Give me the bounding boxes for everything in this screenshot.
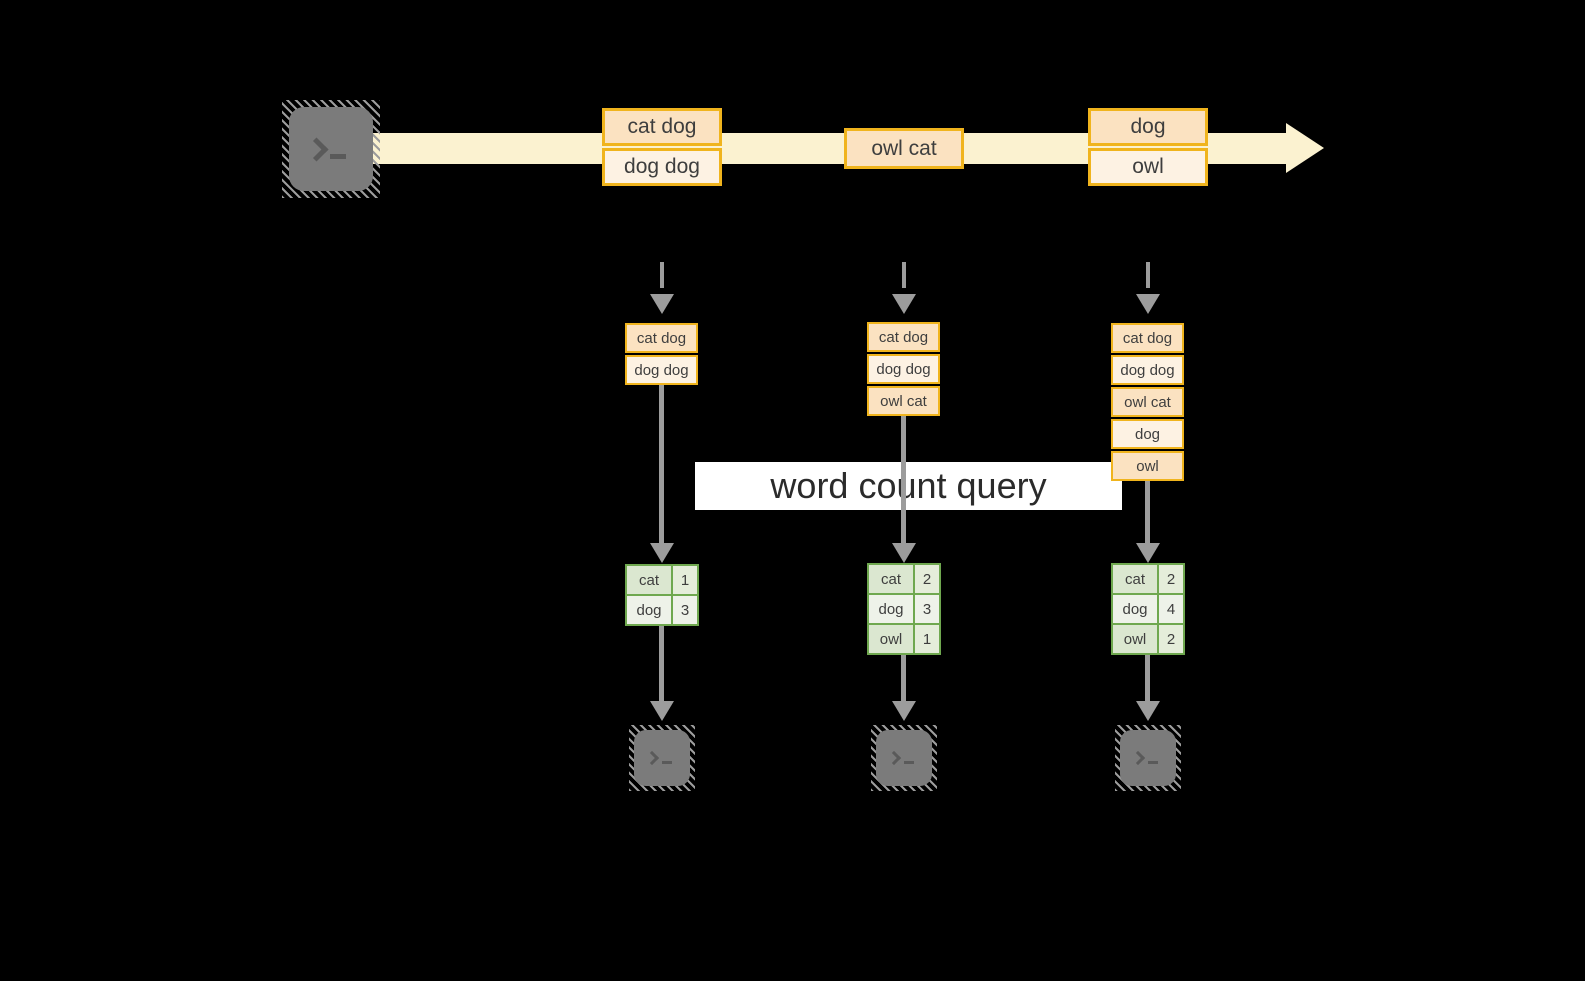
word-cell: cat xyxy=(1113,565,1157,593)
terminal-prompt-icon xyxy=(886,750,902,766)
terminal-window xyxy=(876,730,932,786)
flow-arrowhead-icon xyxy=(650,701,674,721)
count-cell: 3 xyxy=(915,595,939,623)
stream-event-box: dog owl xyxy=(1088,108,1208,186)
state-cell: owl xyxy=(1111,451,1184,481)
terminal-window xyxy=(634,730,690,786)
flow-line xyxy=(1145,655,1150,701)
state-cell: dog dog xyxy=(867,354,940,384)
flow-arrowhead-icon xyxy=(892,543,916,563)
word-cell: dog xyxy=(627,596,671,624)
count-cell: 4 xyxy=(1159,595,1183,623)
source-terminal-icon xyxy=(282,100,380,198)
state-cell: cat dog xyxy=(867,322,940,352)
state-cell: owl cat xyxy=(867,386,940,416)
count-cell: 2 xyxy=(1159,625,1183,653)
event-line: dog dog xyxy=(602,148,722,186)
word-cell: cat xyxy=(627,566,671,594)
flow-line xyxy=(901,655,906,701)
dashed-arrow xyxy=(902,262,906,288)
dashed-arrowhead-icon xyxy=(1136,294,1160,314)
count-table: cat 2 dog 4 owl 2 xyxy=(1111,563,1185,655)
event-line: cat dog xyxy=(602,108,722,146)
state-cell: owl cat xyxy=(1111,387,1184,417)
terminal-cursor-icon xyxy=(904,761,914,764)
state-box: cat dog dog dog owl cat xyxy=(867,322,940,416)
state-cell: cat dog xyxy=(625,323,698,353)
sink-terminal-icon xyxy=(871,725,937,791)
terminal-window xyxy=(1120,730,1176,786)
dashed-arrowhead-icon xyxy=(892,294,916,314)
flow-arrowhead-icon xyxy=(650,543,674,563)
event-line: dog xyxy=(1088,108,1208,146)
flow-arrowhead-icon xyxy=(1136,543,1160,563)
flow-line xyxy=(1145,481,1150,543)
word-cell: dog xyxy=(1113,595,1157,623)
state-box: cat dog dog dog xyxy=(625,323,698,385)
event-line: owl xyxy=(1088,148,1208,186)
sink-terminal-icon xyxy=(1115,725,1181,791)
word-cell: owl xyxy=(1113,625,1157,653)
terminal-cursor-icon xyxy=(330,153,346,159)
flow-arrowhead-icon xyxy=(1136,701,1160,721)
count-table: cat 1 dog 3 xyxy=(625,564,699,626)
flow-line xyxy=(659,385,664,543)
state-cell: cat dog xyxy=(1111,323,1184,353)
count-table: cat 2 dog 3 owl 1 xyxy=(867,563,941,655)
dashed-arrowhead-icon xyxy=(650,294,674,314)
terminal-prompt-icon xyxy=(644,750,660,766)
flow-line xyxy=(659,626,664,701)
count-cell: 3 xyxy=(673,596,697,624)
event-line: owl cat xyxy=(844,128,964,169)
stream-arrowhead-icon xyxy=(1286,123,1324,173)
count-cell: 2 xyxy=(915,565,939,593)
word-cell: dog xyxy=(869,595,913,623)
query-label: word count query xyxy=(695,462,1122,510)
terminal-cursor-icon xyxy=(1148,761,1158,764)
terminal-prompt-icon xyxy=(304,136,329,162)
count-cell: 1 xyxy=(915,625,939,653)
dashed-arrow xyxy=(1146,262,1150,288)
count-cell: 2 xyxy=(1159,565,1183,593)
dashed-arrow xyxy=(660,262,664,288)
sink-terminal-icon xyxy=(629,725,695,791)
flow-line xyxy=(901,416,906,543)
state-cell: dog dog xyxy=(625,355,698,385)
count-cell: 1 xyxy=(673,566,697,594)
terminal-cursor-icon xyxy=(662,761,672,764)
stream-event-box: owl cat xyxy=(844,128,964,169)
terminal-prompt-icon xyxy=(1130,750,1146,766)
word-cell: owl xyxy=(869,625,913,653)
state-box: cat dog dog dog owl cat dog owl xyxy=(1111,323,1184,481)
terminal-window xyxy=(289,107,373,191)
stream-event-box: cat dog dog dog xyxy=(602,108,722,186)
state-cell: dog xyxy=(1111,419,1184,449)
state-cell: dog dog xyxy=(1111,355,1184,385)
word-cell: cat xyxy=(869,565,913,593)
flow-arrowhead-icon xyxy=(892,701,916,721)
